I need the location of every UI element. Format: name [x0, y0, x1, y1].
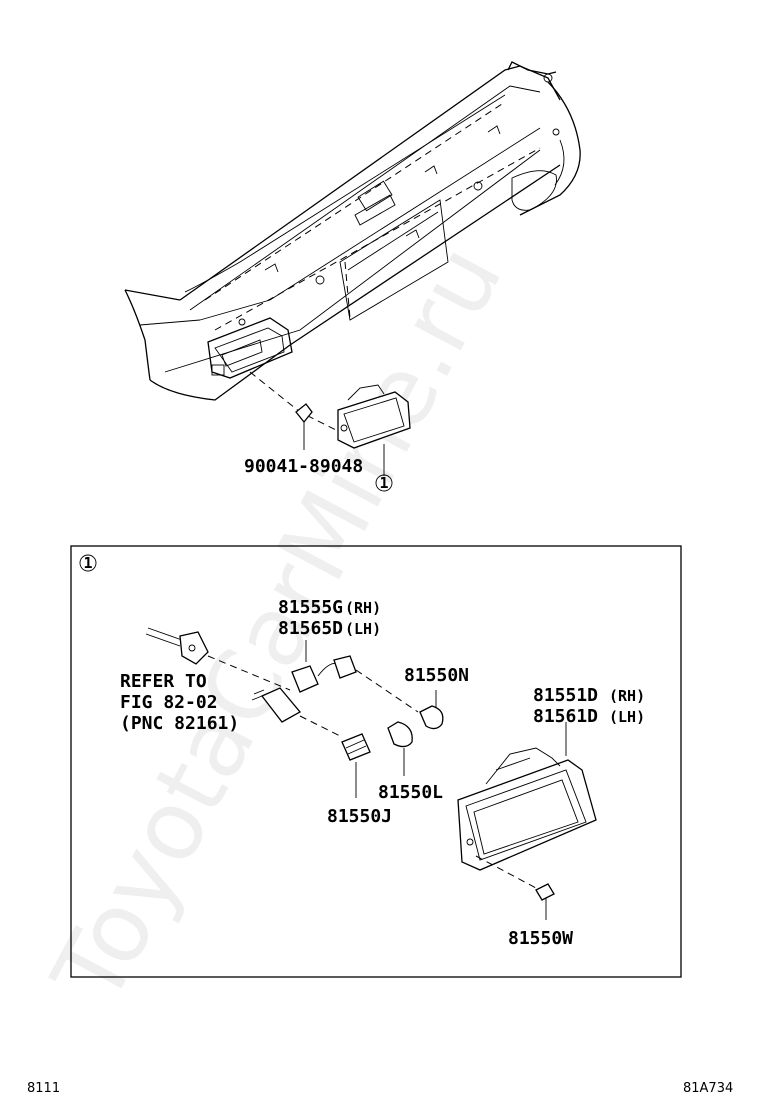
lamp-rh-number: 81551D: [533, 685, 598, 706]
socket-81550J: [341, 733, 371, 798]
svg-text:1: 1: [83, 554, 92, 572]
socket-lh-number: 81565D: [278, 618, 343, 639]
socket-rh-side: (RH): [345, 599, 381, 617]
screw-number: 81550W: [508, 928, 573, 949]
bolt-part-number: 90041-89048: [244, 456, 363, 477]
refer-note-line-3: (PNC 82161): [120, 713, 239, 734]
rear-bumper-illustration: [124, 61, 581, 401]
socket-small-number: 81550J: [327, 806, 392, 827]
refer-note-line-1: REFER TO: [120, 671, 207, 692]
lamp-lh-side: (LH): [609, 708, 645, 726]
bolt-90041-89048: [295, 403, 313, 450]
wire-harness-connector: [145, 627, 291, 691]
socket-rh-number: 81555G: [278, 597, 343, 618]
fog-lamp-assembly-upper: [337, 384, 411, 476]
refer-note-line-2: FIG 82-02: [120, 692, 218, 713]
bulb-holder: [251, 687, 341, 737]
detail-box-ref-marker: 1: [79, 554, 97, 572]
fog-lamp-assembly-detail: [457, 722, 597, 889]
bulb-81550N: [419, 690, 444, 730]
bulb-small-number: 81550N: [404, 665, 469, 686]
socket-wire-81555G: [291, 640, 419, 713]
detail-box: [70, 545, 682, 978]
socket-lh-side: (LH): [345, 620, 381, 638]
lamp-lh-number: 81561D: [533, 706, 598, 727]
svg-text:1: 1: [379, 474, 388, 492]
detail-ref-marker-upper: 1: [375, 474, 393, 492]
bulb-large-number: 81550L: [378, 782, 443, 803]
bulb-81550L: [387, 721, 413, 776]
figure-id: 81A734: [683, 1081, 733, 1096]
screw-81550W: [535, 883, 555, 920]
lamp-rh-side: (RH): [609, 687, 645, 705]
page-code: 8111: [27, 1081, 60, 1096]
